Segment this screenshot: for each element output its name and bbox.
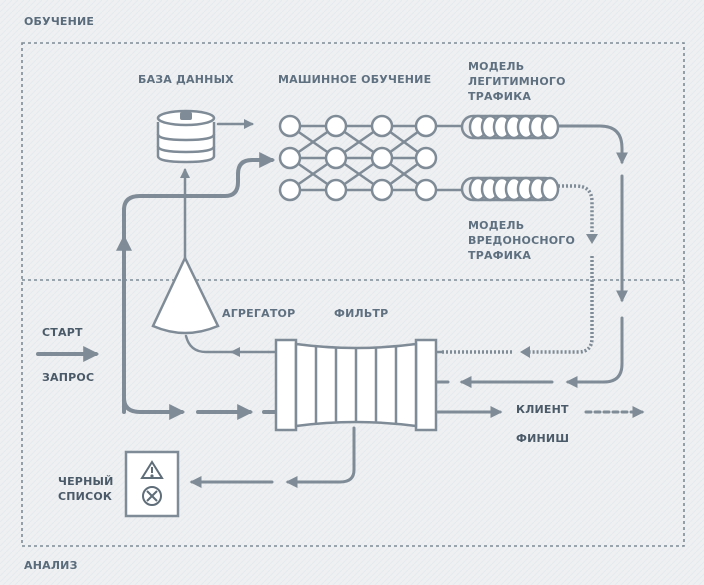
- training-section-border: [21, 42, 685, 547]
- training-section-label: ОБУЧЕНИЕ: [24, 15, 95, 28]
- warning-triangle-icon: [140, 460, 164, 479]
- blacklist-label-line-2: СПИСОК: [58, 490, 113, 503]
- malicious-model-label-line-1: МОДЕЛЬ: [468, 219, 525, 232]
- database-label: БАЗА ДАННЫХ: [138, 73, 234, 86]
- cross-circle-icon: [142, 486, 162, 506]
- malicious-model-label-line-3: ТРАФИКА: [468, 249, 532, 262]
- feed-to-ml-path: [122, 152, 276, 240]
- blacklist-label-line-1: ЧЕРНЫЙ: [58, 475, 114, 488]
- aggregator-icon: [151, 255, 220, 335]
- aggregator-label: АГРЕГАТОР: [222, 307, 296, 320]
- legit-model-label-line-2: ЛЕГИТИМНОГО: [468, 75, 566, 88]
- start-label: СТАРТ: [42, 326, 83, 339]
- request-label: ЗАПРОС: [42, 371, 95, 384]
- malicious-traffic-model-icon: [460, 176, 560, 202]
- filter-to-blacklist-path: [285, 426, 356, 488]
- machine-learning-label: МАШИННОЕ ОБУЧЕНИЕ: [278, 73, 432, 86]
- analysis-section-label: АНАЛИЗ: [24, 559, 78, 572]
- request-to-filter-path: [122, 328, 186, 420]
- legit-model-loop: [552, 124, 628, 165]
- malicious-model-label-line-2: ВРЕДОНОСНОГО: [468, 234, 576, 247]
- neural-network-icon: [278, 114, 462, 202]
- finish-label: ФИНИШ: [516, 432, 570, 445]
- filter-icon: [268, 338, 444, 432]
- legit-model-label-line-1: МОДЕЛЬ: [468, 60, 525, 73]
- client-label: КЛИЕНТ: [516, 403, 569, 416]
- filter-label: ФИЛЬТР: [334, 307, 389, 320]
- legit-traffic-model-icon: [460, 114, 560, 140]
- blacklist-box: [124, 450, 180, 518]
- database-icon: [156, 109, 216, 164]
- legit-model-label-line-3: ТРАФИКА: [468, 90, 532, 103]
